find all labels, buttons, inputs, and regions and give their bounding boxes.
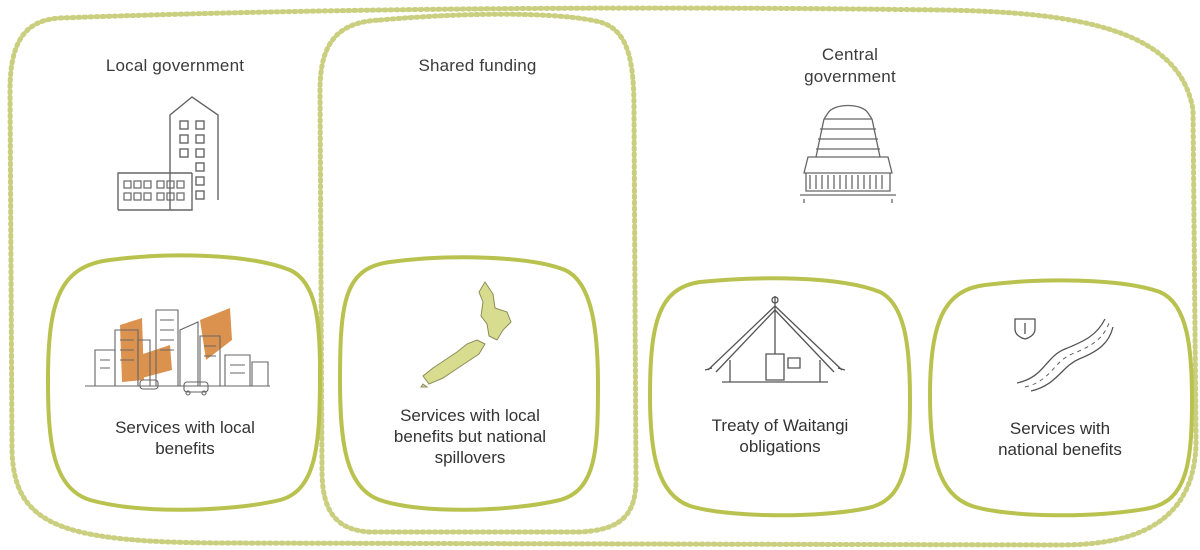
node-national-text: Services with national benefits [998,419,1122,459]
city-skyline-icon [85,308,270,396]
beehive-parliament-icon [800,104,896,203]
node-local-benefits-outline [45,253,323,512]
node-treaty-text: Treaty of Waitangi obligations [711,416,849,456]
node-spillovers-text: Services with local benefits but nationa… [393,406,547,467]
node-national-outline [927,278,1195,518]
node-local-benefits-text: Services with local benefits [115,418,255,458]
new-zealand-map-icon [420,281,512,388]
wharenui-meeting-house-icon [704,296,846,383]
node-treaty-outline [647,276,913,518]
central-government-label: Central government [804,45,896,86]
node-spillovers-outline [337,255,601,512]
highway-road-icon [1014,318,1114,392]
shared-funding-outline [317,11,639,535]
office-building-icon [117,96,219,211]
overall-outline [7,5,1199,548]
shared-funding-label: Shared funding [418,56,537,75]
local-government-label: Local government [105,56,245,75]
